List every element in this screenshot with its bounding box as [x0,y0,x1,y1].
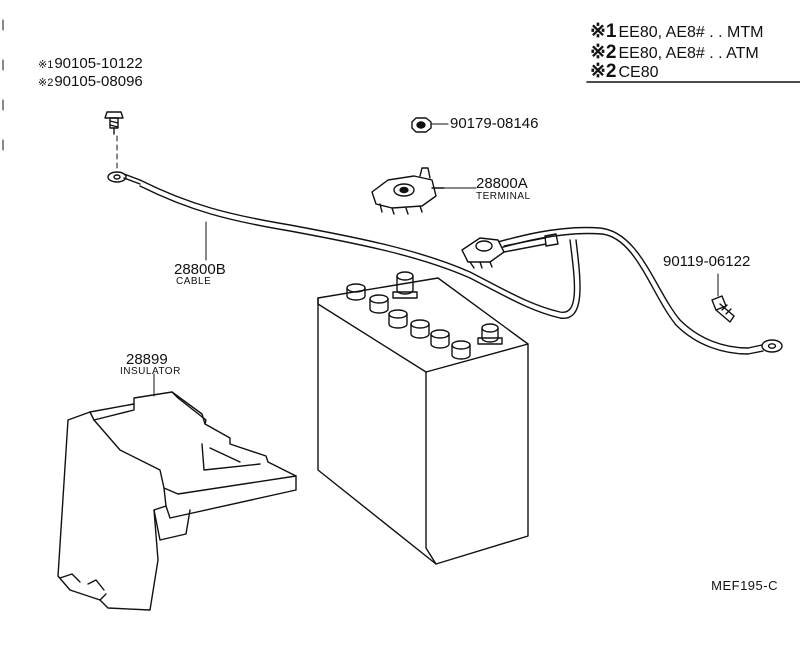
bolt-right-part-number: 90119-06122 [663,253,751,270]
cable-part-name: CABLE [176,276,212,287]
legend-text: EE80, AE8# . . MTM [618,24,764,41]
legend-marker: ※2 [590,61,617,82]
legend-marker: ※2 [590,42,617,63]
terminal-on-cable [461,233,559,269]
bolt-ref-2: ※290105-08096 [38,74,143,89]
bolt-ref-number: 90105-10122 [54,55,143,72]
cable-part-number: 28800B [174,261,226,278]
bolt-ref-number: 90105-08096 [54,73,143,90]
legend-text: CE80 [618,64,659,81]
terminal-part-number: 28800A [476,175,528,192]
bolt-ref-marker: ※1 [38,59,54,71]
figure-reference-code: MEF195-C [711,578,778,593]
legend-marker: ※1 [590,21,617,42]
legend-text: EE80, AE8# . . ATM [618,45,759,62]
bolt-right [711,295,735,323]
bolt-ref-1: ※190105-10122 [38,56,143,71]
cable-main [139,179,581,319]
insulator [57,391,297,611]
terminal-part-name: TERMINAL [476,191,531,202]
bolt-ref-marker: ※2 [38,77,54,89]
bolt-left [104,111,124,135]
insulator-part-name: INSULATOR [120,366,181,377]
battery [317,271,529,565]
insulator-part-number: 28899 [126,351,168,368]
nut [411,117,432,133]
nut-part-number: 90179-08146 [450,115,539,132]
cable-ring-terminal-left [107,171,141,185]
battery-caps [346,271,503,360]
terminal-part [371,167,445,215]
